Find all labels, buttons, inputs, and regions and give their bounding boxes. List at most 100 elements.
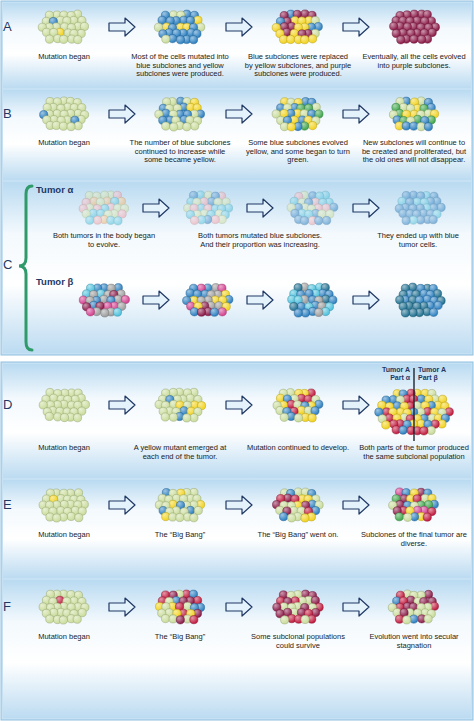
tumor-cell (420, 427, 428, 435)
tumor-cell (194, 506, 202, 514)
tumor-cell (308, 414, 316, 422)
stage-arrow (353, 291, 379, 309)
stage-arrow (109, 18, 135, 36)
stage-caption: Subclones of the final tumor are diverse… (359, 531, 469, 548)
tumor-cell (410, 35, 418, 43)
stage-caption: Evolution went into secular stagnation (359, 633, 469, 650)
stage-caption: The number of blue subclones continued t… (125, 139, 235, 165)
cell-cluster (155, 388, 206, 422)
tumor-cell (281, 616, 289, 624)
stage-caption: Both parts of the tumor produced the sam… (359, 444, 469, 461)
tumor-cell (161, 615, 169, 623)
stage-caption: Mutation began (9, 531, 119, 540)
stage-caption: Mutation began (9, 53, 119, 62)
tumor-cell (176, 616, 184, 624)
label-slot: Tumor α (36, 185, 73, 196)
stage-caption: Some subclonal populations could survive (243, 633, 353, 650)
tumor-cell (294, 414, 302, 422)
tumor-cell (183, 414, 191, 422)
stage-caption: The “Big Bang” (125, 531, 235, 540)
tumor-cell (197, 308, 205, 316)
stage-arrow (226, 105, 252, 123)
tumor-cell (308, 35, 316, 43)
label-slot: Mutation began (9, 53, 119, 62)
stage-caption: Both tumors mutated blue subclones. And … (198, 232, 322, 249)
tumor-cell (434, 301, 442, 309)
tumor-cell (176, 513, 184, 521)
row-band (3, 480, 471, 578)
tumor-cell (101, 309, 109, 317)
tumor-cell (397, 36, 405, 44)
stage-arrow (109, 598, 135, 616)
stage-caption: Eventually, all the cells evolved into p… (359, 53, 469, 70)
label-slot: Most of the cells mutated into blue subc… (125, 53, 235, 79)
label-slot: Some subclonal populations could survive (243, 633, 353, 650)
tumor-cell (403, 616, 411, 624)
part-divider (413, 368, 414, 441)
cell-cluster (155, 488, 204, 521)
tumor-cell (190, 616, 198, 624)
tumor-cell (409, 309, 417, 317)
cell-cluster (184, 191, 233, 225)
label-slot: C (3, 258, 12, 273)
tumor-cell (418, 35, 426, 43)
tumor-cell (427, 426, 435, 434)
label-slot: Tumor A Part β (418, 366, 458, 382)
label-slot: They ended up with blue tumor cells. (368, 232, 468, 249)
stage-caption: Some blue subclones evolved yellow, and … (243, 139, 353, 165)
cell-cluster (39, 489, 88, 522)
label-slot: New subclones will continue to be create… (359, 139, 469, 165)
stage-caption: Mutation began (9, 633, 119, 642)
cell-cluster (183, 284, 233, 317)
part-label: Tumor A Part α (370, 366, 410, 382)
cell-cluster (272, 488, 323, 522)
label-slot: The “Big Bang” went on. (243, 531, 353, 540)
stage-caption: A yellow mutant emerged at each end of t… (125, 444, 235, 461)
tumor-cell (46, 615, 54, 623)
tumor-cell (301, 514, 309, 522)
stage-arrow (109, 105, 135, 123)
cell-cluster (396, 283, 446, 317)
stage-arrow (226, 496, 252, 514)
tumor-cell (301, 615, 309, 623)
tumor-cell (399, 426, 407, 434)
tumor-cell (279, 513, 287, 521)
tumor-cell (176, 36, 184, 44)
tumor-cell (190, 514, 198, 522)
panel-letter: C (3, 258, 12, 273)
tumor-cell (288, 514, 296, 522)
tumor-cell (301, 36, 309, 44)
tumor-cell (45, 35, 53, 43)
tumor-cell (169, 615, 177, 623)
tumor-cell (59, 122, 67, 130)
tumor-cell (395, 615, 403, 623)
label-slot: Both tumors in the body began to evolve. (52, 232, 156, 249)
panel-letter: F (3, 600, 11, 615)
tumor-cell (113, 308, 121, 316)
stage-caption: The “Big Bang” (125, 633, 235, 642)
tumor-cell (190, 216, 198, 224)
tumor-cell (210, 308, 218, 316)
stage-caption: Mutation began (9, 139, 119, 148)
bands (3, 3, 471, 718)
row-band (3, 90, 471, 180)
label-slot: E (3, 498, 12, 513)
tumor-cell (424, 123, 432, 131)
label-slot: F (3, 600, 11, 615)
label-slot: Mutation continued to develop. (243, 444, 353, 453)
tumor-cell (287, 123, 295, 131)
stage-caption: The “Big Bang” went on. (243, 531, 353, 540)
label-slot: Eventually, all the cells evolved into p… (359, 53, 469, 70)
stage-arrow (226, 396, 252, 414)
cell-cluster (40, 97, 89, 131)
tumor-cell (211, 215, 219, 223)
stage-arrow (343, 18, 369, 36)
tumor-label: Tumor β (36, 277, 73, 288)
tumor-cell (45, 412, 53, 420)
cell-cluster (38, 10, 88, 44)
tumor-cell (423, 513, 431, 521)
label-slot: Both parts of the tumor produced the sam… (359, 444, 469, 461)
label-slot: Mutation began (9, 531, 119, 540)
tumor-cell (162, 35, 170, 43)
